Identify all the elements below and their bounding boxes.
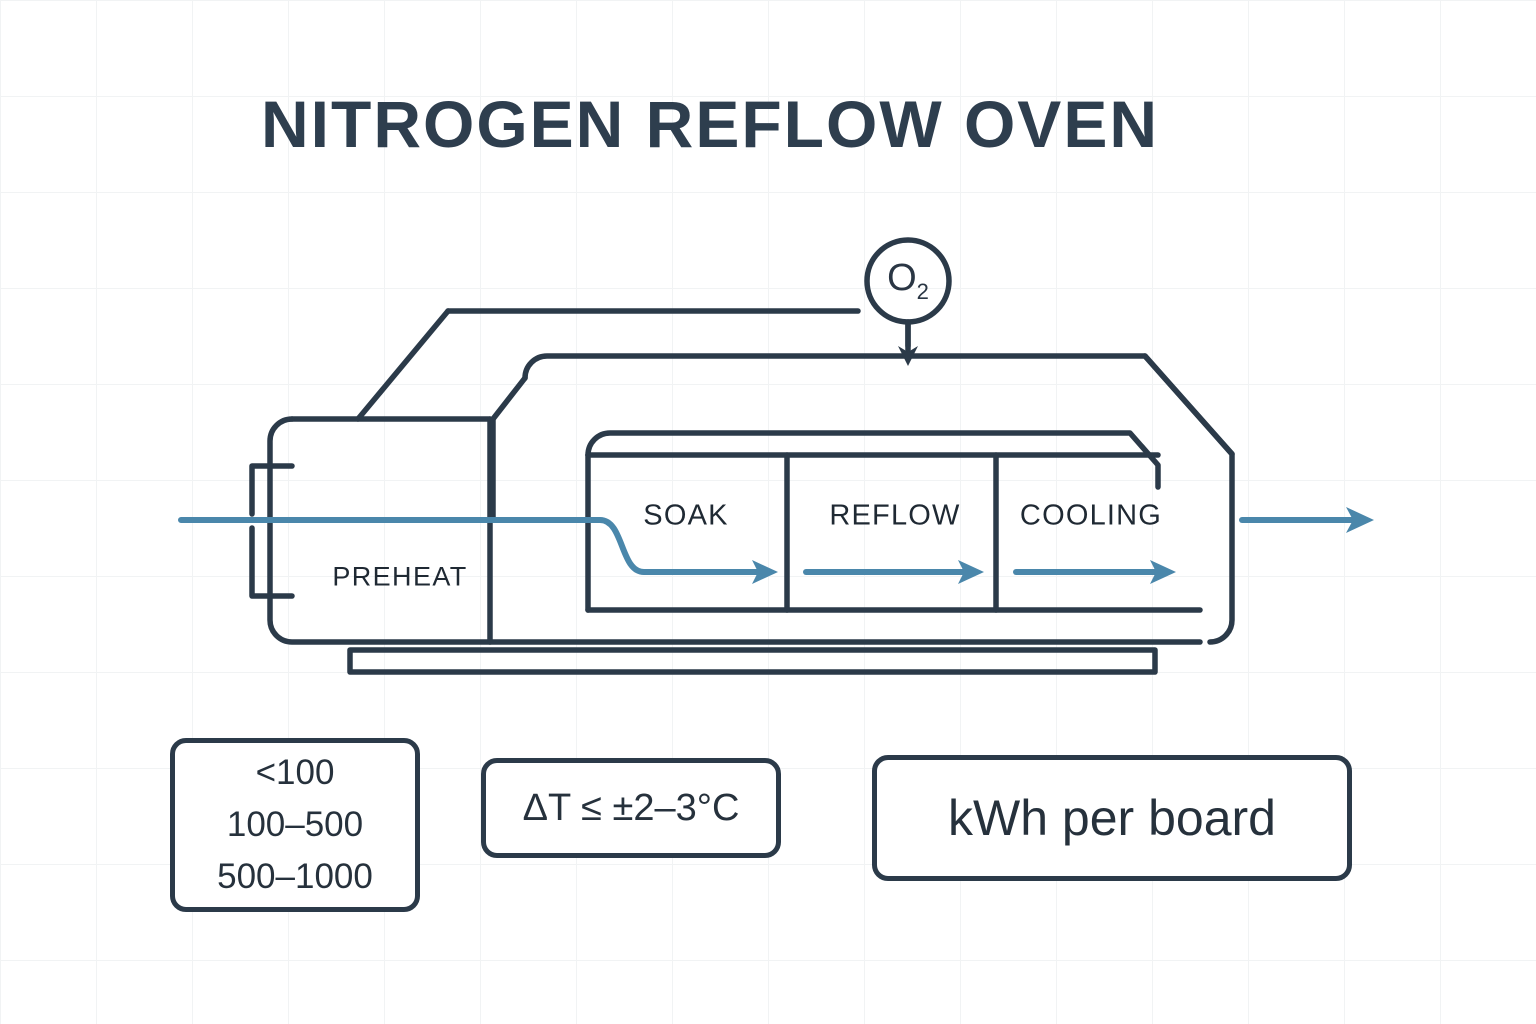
zone-label-soak: SOAK [643,499,729,532]
spec-box-oxygen-ppm-ranges: <100 100–500 500–1000 [170,738,420,912]
oven-top-deck-diagonal-left [355,308,451,422]
zone-label-cooling: COOLING [1019,499,1163,532]
inlet-port-lower-bracket [249,525,295,599]
spec-line: kWh per board [948,790,1276,846]
page-title: NITROGEN REFLOW OVEN [261,87,1159,161]
conveyor-arrowhead-outlet [1346,507,1374,533]
spec-line: ΔT ≤ ±2–3°C [522,786,740,829]
oxygen-arrowhead [898,346,918,366]
tunnel-top-edge [585,430,1161,490]
chamber-diagonal-left [490,375,528,422]
spec-line: 500–1000 [217,856,373,896]
inlet-port-upper-bracket [249,463,295,517]
spec-line: <100 [255,753,335,793]
chamber-diagonal-right [1142,353,1235,457]
conveyor-arrowhead-soak [752,560,778,584]
oxygen-node-label: O2 [887,257,929,305]
conveyor-arrowhead-reflow [958,560,984,584]
spec-box-delta-t-tolerance: ΔT ≤ ±2–3°C [481,758,781,858]
oven-base-plinth [347,647,1158,675]
spec-line: 100–500 [226,805,364,845]
zone-label-preheat: PREHEAT [332,561,468,592]
oxygen-subscript: 2 [916,278,929,304]
zone-label-reflow: REFLOW [829,499,961,532]
spec-box-energy-per-board: kWh per board [872,755,1352,881]
preheat-body-outline [267,416,1203,645]
conveyor-path-inlet [178,517,765,575]
oxygen-symbol: O [887,257,917,300]
conveyor-arrowhead-cooling [1150,560,1176,584]
